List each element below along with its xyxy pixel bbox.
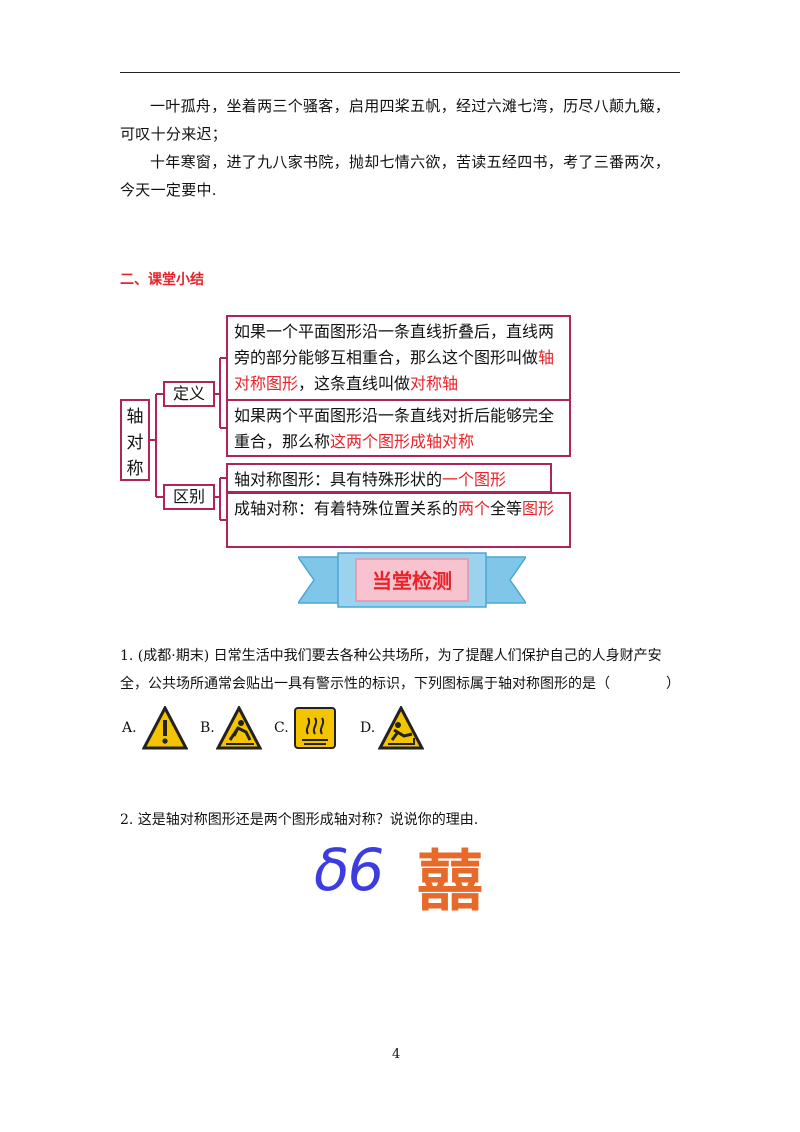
paragraph-1: 一叶孤舟，坐着两三个骚客，启用四桨五帆，经过六滩七湾，历尽八颠九簸，可叹十分来迟… <box>120 97 671 143</box>
exclamation-warning-icon[interactable] <box>142 706 188 750</box>
option-c-label: C. <box>274 720 289 736</box>
mindmap-root: 轴对称 <box>120 399 150 481</box>
definition-two-figures-symmetric: 如果两个平面图形沿一条直线对折后能够完全重合，那么称这两个图形成轴对称 <box>226 399 571 457</box>
symbol-delta-six: δ6 <box>314 836 384 904</box>
question-1-options: A. B. C. D. <box>120 706 450 750</box>
fall-hazard-icon[interactable] <box>378 706 424 750</box>
page-number: 4 <box>392 1047 401 1062</box>
option-d-label: D. <box>360 720 376 736</box>
quiz-banner-label: 当堂检测 <box>372 569 452 593</box>
difference-two-figures: 成轴对称：有着特殊位置关系的两个全等图形 <box>226 492 571 548</box>
quiz-banner: 当堂检测 <box>298 552 526 608</box>
paragraph-2: 十年寒窗，进了九八家书院，抛却七情六欲，苦读五经四书，考了三番两次，今天一定要中… <box>120 153 671 199</box>
hot-surface-icon[interactable] <box>292 706 338 750</box>
question-2: 2. 这是轴对称图形还是两个图形成轴对称？说说你的理由. <box>120 812 479 828</box>
difference-one-figure: 轴对称图形：具有特殊形状的一个图形 <box>226 463 552 493</box>
definition-axial-symmetric-figure: 如果一个平面图形沿一条直线折叠后，直线两旁的部分能够互相重合，那么这个图形叫做轴… <box>226 315 571 401</box>
header-rule <box>120 72 680 73</box>
option-a-label: A. <box>122 720 137 736</box>
slip-hazard-icon[interactable] <box>216 706 262 750</box>
question-1: 1. (成都·期末) 日常生活中我们要去各种公共场所，为了提醒人们保护自己的人身… <box>120 648 680 692</box>
difference-node: 区别 <box>163 484 215 510</box>
section-title: 二、课堂小结 <box>120 272 204 288</box>
symbol-double-happiness: 囍 <box>417 843 483 920</box>
option-b-label: B. <box>200 720 215 736</box>
definition-node: 定义 <box>163 381 215 407</box>
